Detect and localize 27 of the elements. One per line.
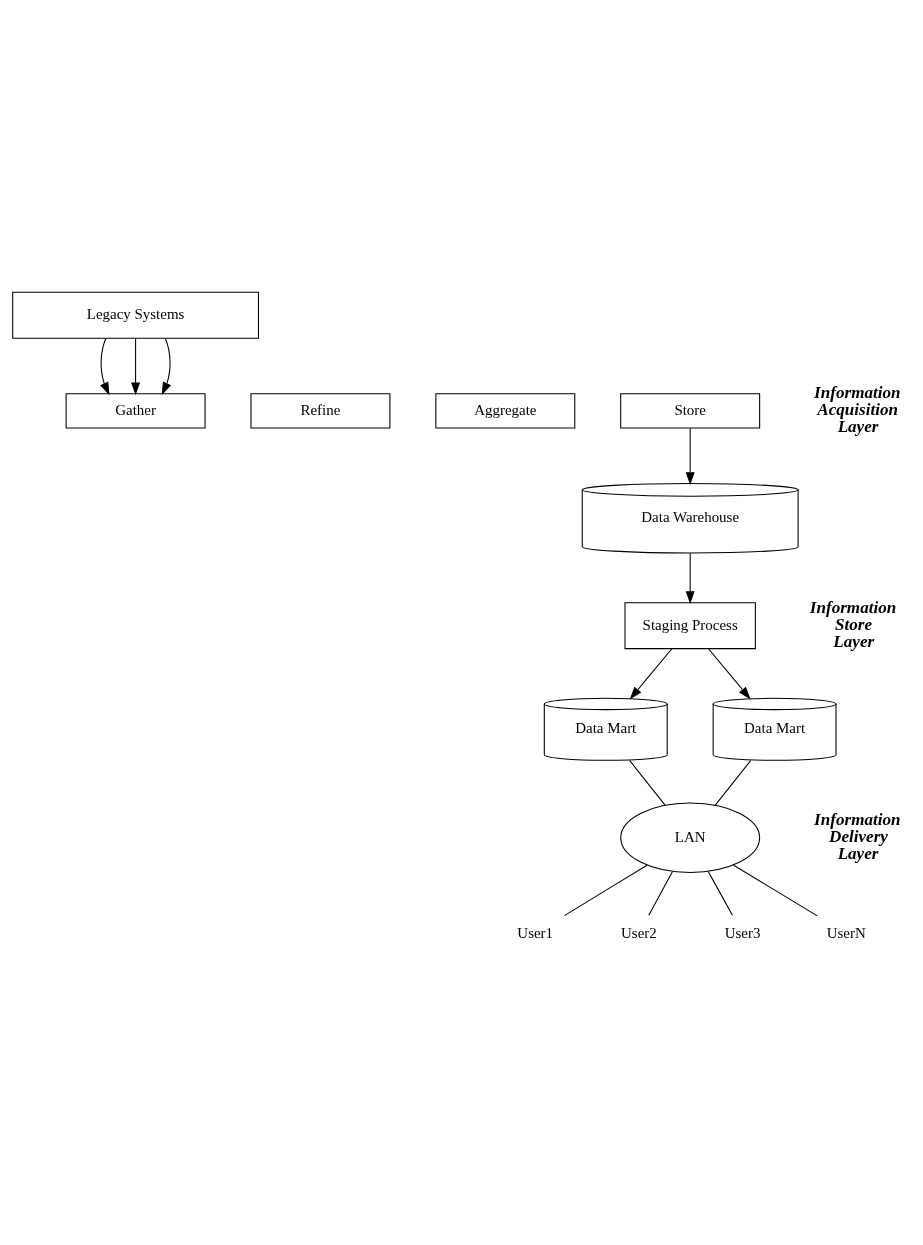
node-ellipse: LAN: [620, 802, 761, 873]
arrow: [131, 337, 141, 395]
node-text: UserN: [826, 924, 866, 941]
label: Information Acquisition Layer: [814, 382, 901, 436]
connector: [648, 870, 674, 916]
connector: [733, 864, 818, 916]
node-box: Legacy Systems: [12, 291, 259, 339]
node-box: Store: [620, 392, 761, 428]
arrow: [685, 552, 695, 604]
connector: [629, 759, 666, 806]
arrow: [629, 647, 673, 699]
label: Information Delivery Layer: [814, 809, 901, 863]
node-box: Gather: [65, 392, 206, 428]
node-text: User3: [724, 924, 761, 941]
node-text: User1: [517, 924, 554, 941]
arrow: [685, 427, 695, 485]
node-box: Aggregate: [435, 392, 576, 428]
node-text: User2: [621, 924, 657, 941]
label: Information Store Layer: [809, 597, 897, 651]
arrow: [707, 647, 751, 699]
arrow: [161, 337, 172, 395]
connector: [707, 870, 733, 916]
arrow: [100, 337, 110, 395]
node-box: Staging Process: [624, 601, 756, 649]
node-box: Refine: [250, 392, 391, 428]
connector: [563, 864, 648, 916]
connector: [714, 759, 752, 806]
